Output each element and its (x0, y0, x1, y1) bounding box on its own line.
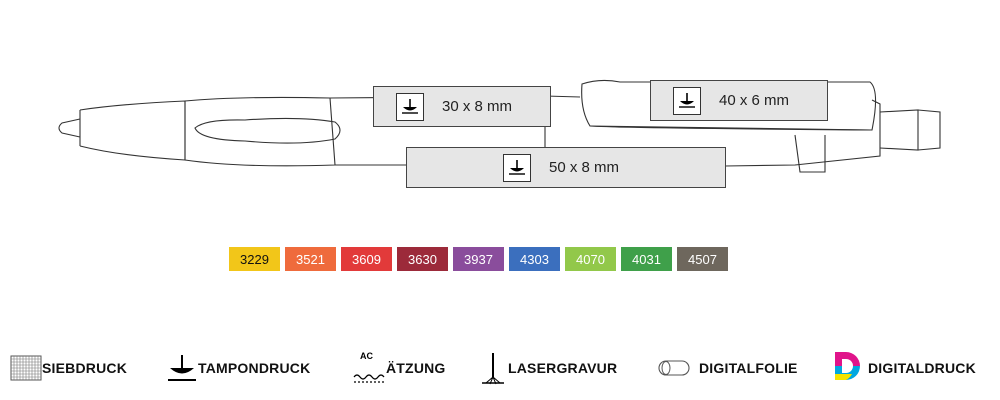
print-area-grip: 30 x 8 mm (373, 86, 551, 127)
color-swatches: 3229 3521 3609 3630 3937 4303 4070 4031 … (229, 247, 733, 271)
print-area-size: 40 x 6 mm (719, 92, 790, 109)
method-aetzung: AC ÄTZUNG (352, 345, 446, 390)
method-digitaldruck: DIGITALDRUCK (832, 345, 976, 390)
method-label: ÄTZUNG (386, 359, 446, 376)
grip-oval (194, 117, 341, 144)
pen-nose (79, 100, 186, 161)
method-digitalfolie: DIGITALFOLIE (657, 345, 798, 390)
tampon-print-icon (503, 153, 531, 182)
color-swatch[interactable]: 3229 (229, 247, 280, 271)
laser-engraving-icon (478, 351, 508, 385)
color-swatch[interactable]: 3609 (341, 247, 392, 271)
print-area-clip: 40 x 6 mm (650, 80, 828, 121)
print-area-size: 50 x 8 mm (549, 159, 620, 176)
tampon-print-icon (396, 92, 424, 121)
screen-print-icon (10, 355, 42, 381)
color-swatch[interactable]: 4031 (621, 247, 672, 271)
pen-clip (581, 79, 877, 131)
method-label: SIEBDRUCK (42, 359, 128, 376)
method-lasergravur: LASERGRAVUR (478, 345, 617, 390)
tampon-print-icon (673, 86, 701, 115)
tampon-print-icon (166, 353, 198, 383)
method-label: TAMPONDRUCK (198, 359, 311, 376)
print-area-barrel: 50 x 8 mm (406, 147, 726, 188)
method-label: DIGITALDRUCK (868, 359, 976, 376)
digital-foil-icon (657, 358, 693, 378)
pen-tip (58, 118, 81, 138)
color-swatch[interactable]: 4507 (677, 247, 728, 271)
color-swatch[interactable]: 3937 (453, 247, 504, 271)
etching-icon: AC (352, 351, 386, 385)
pen-grip (184, 96, 336, 167)
color-swatch[interactable]: 3630 (397, 247, 448, 271)
color-swatch[interactable]: 4303 (509, 247, 560, 271)
method-tampondruck: TAMPONDRUCK (166, 345, 310, 390)
push-button (917, 109, 941, 151)
print-methods-legend: SIEBDRUCK TAMPONDRUCK AC ÄTZUNG LASERGRA… (0, 345, 1000, 390)
digital-print-icon (832, 348, 864, 388)
color-swatch[interactable]: 4070 (565, 247, 616, 271)
print-area-size: 30 x 8 mm (442, 98, 513, 115)
color-swatch[interactable]: 3521 (285, 247, 336, 271)
method-label: DIGITALFOLIE (699, 359, 798, 376)
method-siebdruck: SIEBDRUCK (10, 345, 127, 390)
method-label: LASERGRAVUR (508, 359, 618, 376)
etching-icon-text: AC (360, 350, 373, 361)
